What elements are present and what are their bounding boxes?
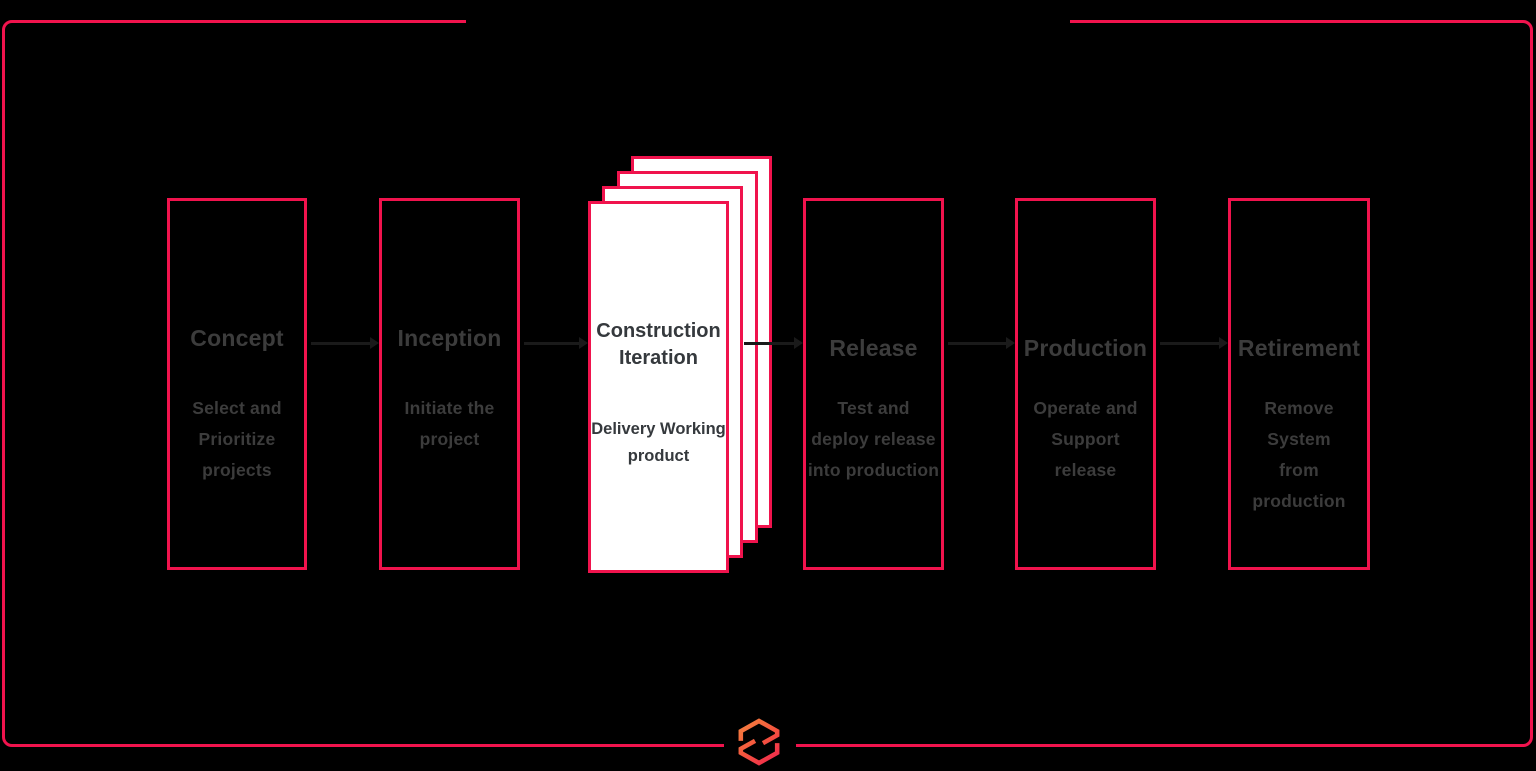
- stage-title-construction-iteration: Construction Iteration: [596, 320, 721, 369]
- border-gap-top: [466, 17, 1070, 26]
- stage-description-construction-iteration: Delivery Working product: [591, 420, 726, 465]
- stage-description-concept: Select and Prioritize projects: [192, 398, 282, 480]
- stage-description-retirement: Remove System from production: [1252, 398, 1346, 511]
- stage-box-production: Production Operate and Support release: [1015, 198, 1156, 570]
- stage-box-inception: Inception Initiate the project: [379, 198, 520, 570]
- stage-description-inception: Initiate the project: [404, 398, 495, 449]
- stage-box-retirement: Retirement Remove System from production: [1228, 198, 1370, 570]
- stage-title-release: Release: [829, 335, 918, 361]
- border-gap-bottom: [724, 741, 796, 751]
- stage-card-construction-iteration: Construction Iteration Delivery Working …: [588, 201, 729, 573]
- arrow-concept-to-inception: [311, 337, 379, 349]
- stage-title-production: Production: [1023, 335, 1148, 361]
- arrow-production-to-retirement: [1160, 337, 1228, 349]
- stage-title-concept: Concept: [190, 325, 284, 351]
- stage-title-retirement: Retirement: [1237, 335, 1361, 361]
- arrow-construction-to-release: [744, 337, 803, 349]
- stage-description-release: Test and deploy release into production: [807, 398, 940, 480]
- cube-logo: [738, 718, 780, 766]
- stage-description-production: Operate and Support release: [1033, 398, 1138, 480]
- stage-box-release: Release Test and deploy release into pro…: [803, 198, 944, 570]
- arrow-inception-to-construction: [524, 337, 588, 349]
- stage-title-inception: Inception: [397, 325, 502, 351]
- arrow-release-to-production: [948, 337, 1015, 349]
- stage-box-concept: Concept Select and Prioritize projects: [167, 198, 307, 570]
